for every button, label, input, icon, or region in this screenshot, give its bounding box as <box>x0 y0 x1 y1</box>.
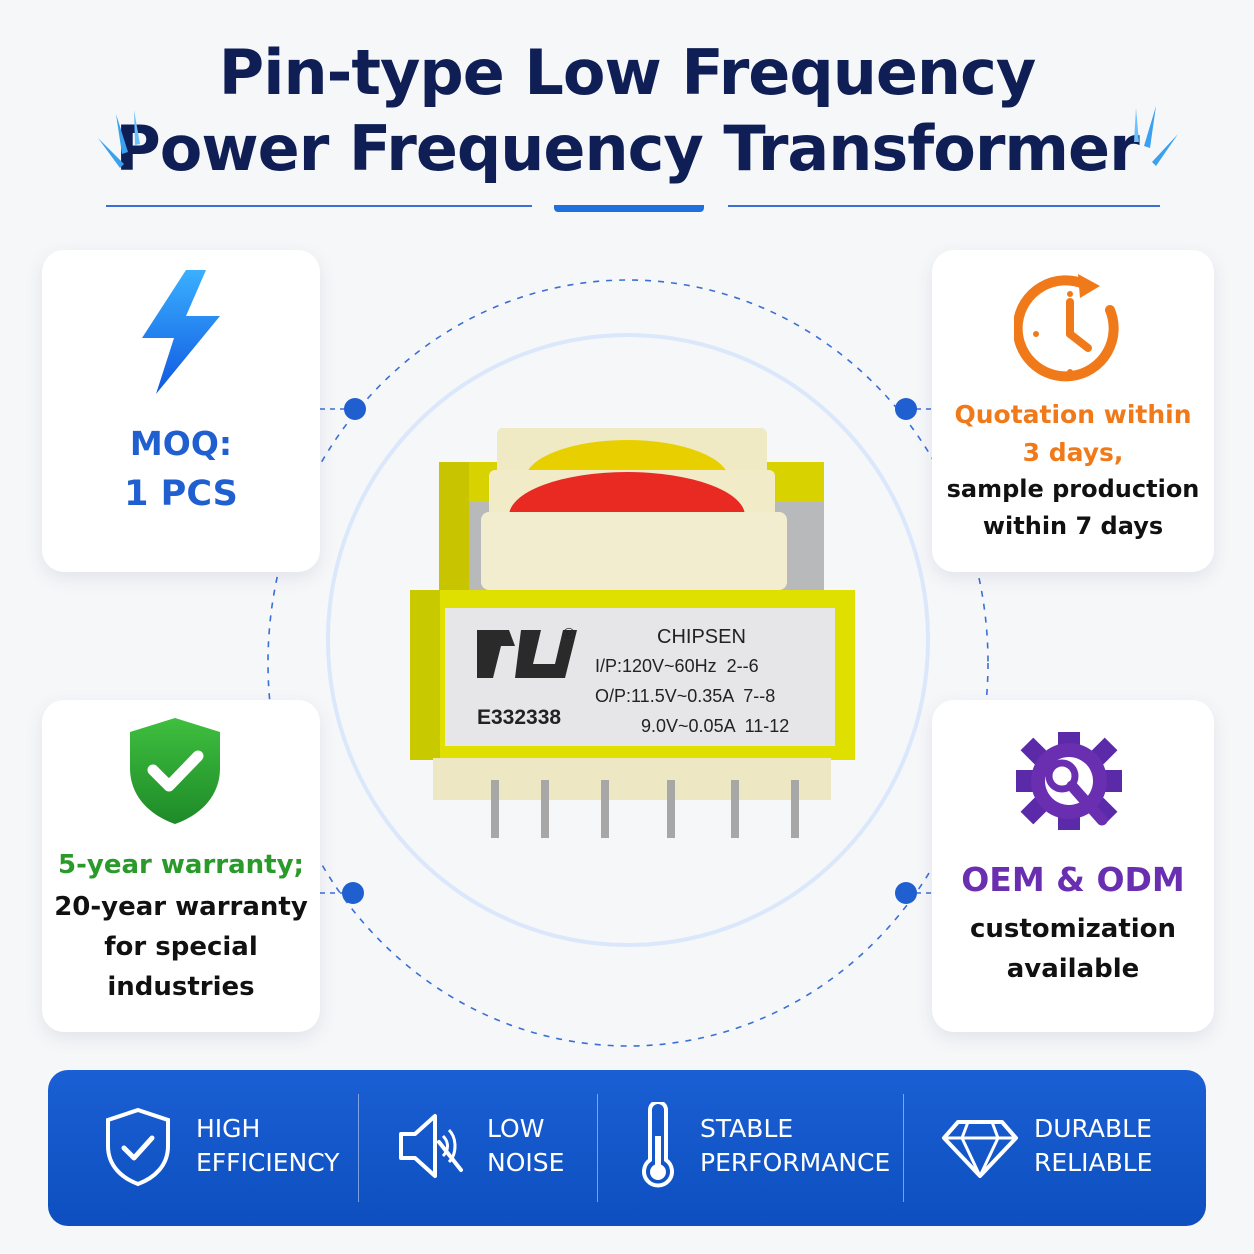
feature-2-line2: NOISE <box>487 1148 565 1177</box>
warranty-card: 5-year warranty; 20-year warranty for sp… <box>42 700 320 1032</box>
page-title-line2: Power Frequency Transformer <box>115 112 1139 185</box>
title-underline-right <box>728 205 1160 207</box>
moq-card: MOQ: 1 PCS <box>42 250 320 572</box>
title-underline-accent <box>554 205 704 212</box>
moq-label: MOQ: <box>129 424 233 463</box>
title-underline-left <box>106 205 532 207</box>
warranty-highlight: 5-year warranty; <box>58 850 304 880</box>
oem-line-3: available <box>1006 954 1140 984</box>
feature-4-line2: RELIABLE <box>1034 1148 1153 1177</box>
shield-check-outline-icon <box>106 1107 170 1187</box>
gear-wrench-icon <box>1016 732 1122 830</box>
label-cert-code: E332338 <box>477 706 562 729</box>
feature-low-noise: LOW NOISE <box>359 1070 597 1226</box>
feature-high-efficiency: HIGH EFFICIENCY <box>48 1070 358 1226</box>
feature-1-line1: HIGH <box>196 1114 261 1143</box>
warranty-line-4: industries <box>107 972 255 1002</box>
feature-1-line2: EFFICIENCY <box>196 1148 340 1177</box>
oem-line-2: customization <box>969 914 1177 944</box>
feature-3-line1: STABLE <box>700 1114 794 1143</box>
speaker-mute-icon <box>399 1114 463 1178</box>
lightning-icon <box>142 270 220 394</box>
quotation-line-3: sample production <box>946 475 1200 503</box>
diamond-icon <box>942 1120 1018 1178</box>
clock-refresh-icon <box>1014 274 1119 382</box>
feature-stable-performance: STABLE PERFORMANCE <box>598 1070 903 1226</box>
feature-divider-3 <box>903 1094 904 1202</box>
feature-2-line1: LOW <box>487 1114 545 1143</box>
quotation-highlight-2: 3 days, <box>1022 438 1124 467</box>
feature-divider-1 <box>358 1094 359 1202</box>
quotation-line-4: within 7 days <box>982 512 1164 540</box>
oem-card: OEM & ODM customization available <box>932 700 1214 1032</box>
transformer-illustration <box>410 428 855 838</box>
transformer-image: ® CHIPSEN I/P:120V~60Hz 2--6 O/P:11.5V~0… <box>405 420 855 850</box>
right-sparks-icon <box>1134 106 1178 166</box>
left-sparks-icon <box>98 110 140 168</box>
quotation-card: Quotation within 3 days, sample producti… <box>932 250 1214 572</box>
label-output-rating-2: 9.0V~0.05A 11-12 <box>641 716 790 736</box>
warranty-line-3: for special <box>104 932 258 962</box>
label-output-rating-1: O/P:11.5V~0.35A 7--8 <box>595 686 776 706</box>
feature-durable-reliable: DURABLE RELIABLE <box>904 1070 1206 1226</box>
features-banner: HIGH EFFICIENCY LOW NOISE STABLE PERFORM… <box>48 1070 1206 1226</box>
quotation-highlight-1: Quotation within <box>954 400 1192 429</box>
feature-4-line1: DURABLE <box>1034 1114 1152 1143</box>
feature-divider-2 <box>597 1094 598 1202</box>
page-title-line1: Pin-type Low Frequency <box>218 36 1036 109</box>
warranty-line-2: 20-year warranty <box>54 892 308 922</box>
label-brand: CHIPSEN <box>657 626 746 648</box>
label-input-rating: I/P:120V~60Hz 2--6 <box>595 656 759 676</box>
thermometer-icon <box>642 1102 674 1188</box>
shield-check-icon <box>130 718 220 824</box>
moq-value: 1 PCS <box>124 474 238 514</box>
oem-highlight: OEM & ODM <box>961 860 1185 899</box>
label-registered-mark: ® <box>563 626 575 643</box>
feature-3-line2: PERFORMANCE <box>700 1148 891 1177</box>
